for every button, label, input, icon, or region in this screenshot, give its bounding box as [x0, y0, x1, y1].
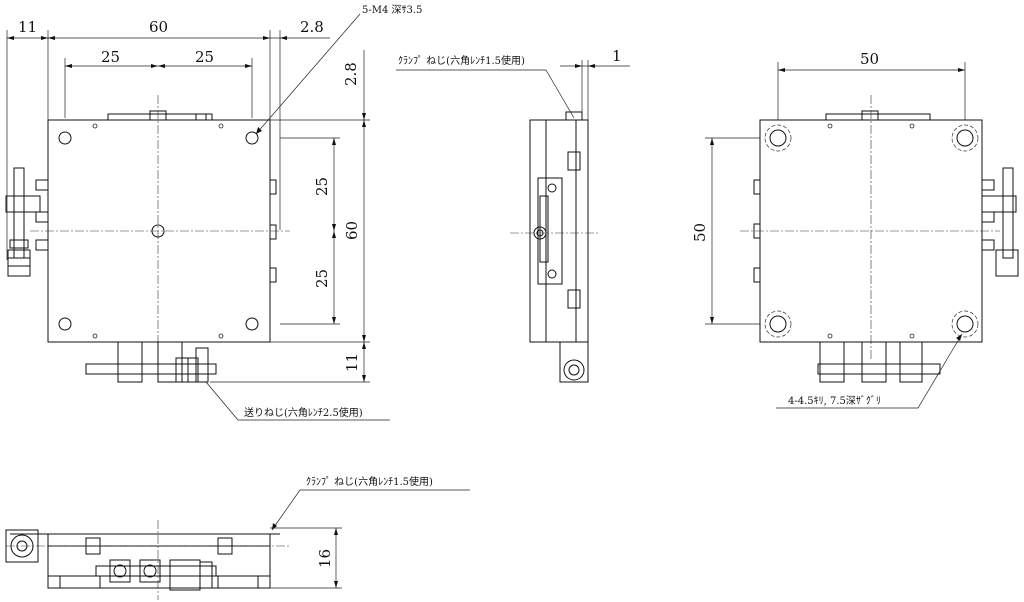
right-view: [705, 62, 1019, 409]
dim-side-25-upper: 25: [313, 177, 331, 196]
note-clamp-screw-bottom: ｸﾗﾝﾌﾟ ねじ(六角ﾚﾝﾁ1.5使用): [306, 475, 433, 488]
note-clamp-screw-side: ｸﾗﾝﾌﾟ ねじ(六角ﾚﾝﾁ1.5使用): [398, 54, 525, 67]
dim-top-left-offset: 11: [18, 18, 37, 36]
dim-side-view-1: 1: [612, 47, 622, 65]
dim-half-right: 25: [195, 48, 214, 66]
dim-bottom-view-16: 16: [316, 549, 334, 568]
dim-bottom-11: 11: [343, 353, 361, 372]
side-view: [396, 60, 630, 383]
front-view: [5, 13, 390, 421]
note-mount-holes: 4-4.5ｷﾘ, 7.5深ｻﾞｸﾞﾘ: [788, 395, 881, 407]
dim-right-view-50-h: 50: [860, 50, 879, 68]
note-feed-screw: 送りねじ(六角ﾚﾝﾁ2.5使用): [244, 406, 363, 419]
dim-side-60: 60: [343, 221, 361, 240]
note-tapped-holes: 5-M4 深ｻ3.5: [362, 4, 422, 16]
dim-right-view-50-v: 50: [691, 223, 709, 242]
dim-overall-width: 60: [149, 18, 168, 36]
dim-top-offset: 2.8: [342, 62, 360, 86]
bottom-view: [5, 489, 470, 600]
dim-right-offset: 2.8: [300, 18, 324, 36]
dim-half-left: 25: [101, 48, 120, 66]
dim-side-25-lower: 25: [313, 269, 331, 288]
